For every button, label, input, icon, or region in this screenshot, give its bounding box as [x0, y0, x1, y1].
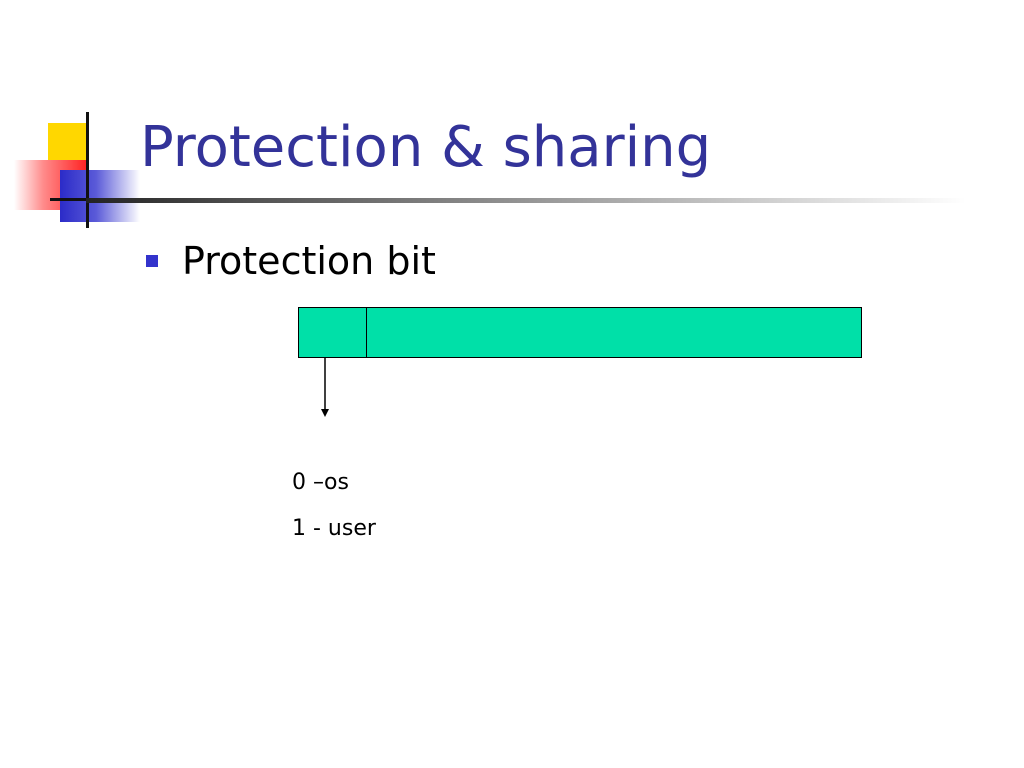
bullet-item: Protection bit — [146, 236, 436, 286]
register-remaining-cells — [367, 308, 861, 357]
bullet-text: Protection bit — [182, 239, 436, 283]
legend-os: 0 –os — [292, 470, 349, 495]
title-underline — [86, 198, 966, 203]
decoration-vertical-line — [86, 112, 89, 228]
decoration-yellow-square — [48, 123, 88, 165]
bit-legend: 0 –os 1 - user — [292, 460, 376, 552]
register-protection-bit-cell — [299, 308, 367, 357]
decoration-blue-square — [60, 170, 140, 222]
down-arrow-icon — [321, 357, 329, 417]
title-decoration — [0, 0, 160, 240]
legend-user: 1 - user — [292, 516, 376, 541]
slide-title: Protection & sharing — [140, 115, 712, 180]
protection-bit-register — [298, 307, 862, 358]
bullet-square-icon — [146, 255, 158, 267]
